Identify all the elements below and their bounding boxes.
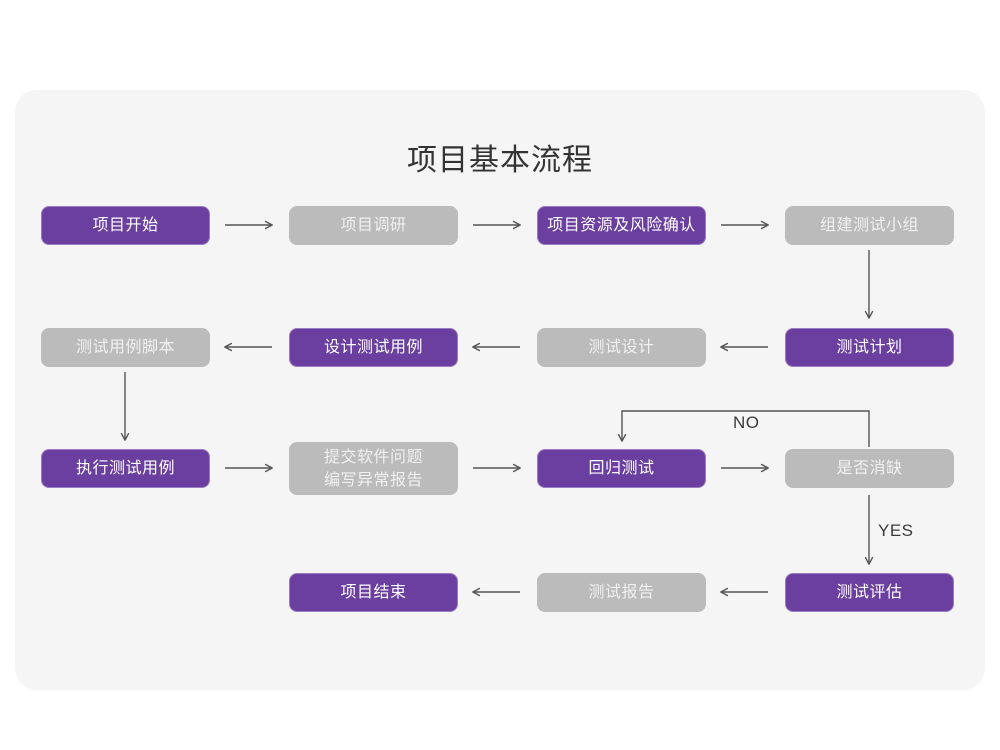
node-execute-test-case[interactable]: 执行测试用例 <box>41 449 210 488</box>
node-project-research[interactable]: 项目调研 <box>289 206 458 245</box>
page-title: 项目基本流程 <box>407 144 593 177</box>
node-submit-defect-report[interactable]: 提交软件问题 编写异常报告 <box>289 442 458 495</box>
flowchart-card: 项目基本流程 <box>15 90 985 690</box>
edge-label-yes: YES <box>878 521 914 540</box>
node-design-test-case[interactable]: 设计测试用例 <box>289 328 458 367</box>
node-test-evaluation[interactable]: 测试评估 <box>785 573 954 612</box>
edge-label-no: NO <box>733 413 760 432</box>
node-defect-resolved[interactable]: 是否消缺 <box>785 449 954 488</box>
node-test-design[interactable]: 测试设计 <box>537 328 706 367</box>
node-test-plan[interactable]: 测试计划 <box>785 328 954 367</box>
node-test-report[interactable]: 测试报告 <box>537 573 706 612</box>
node-project-start[interactable]: 项目开始 <box>41 206 210 245</box>
node-build-test-team[interactable]: 组建测试小组 <box>785 206 954 245</box>
node-test-case-script[interactable]: 测试用例脚本 <box>41 328 210 367</box>
node-project-end[interactable]: 项目结束 <box>289 573 458 612</box>
node-resource-risk-confirm[interactable]: 项目资源及风险确认 <box>537 206 706 245</box>
node-regression-test[interactable]: 回归测试 <box>537 449 706 488</box>
